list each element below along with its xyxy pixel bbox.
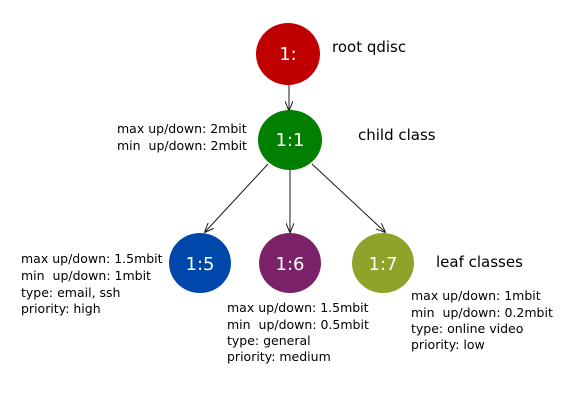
child-info-max: max up/down: 2mbit [117, 121, 247, 136]
leaf-node-1-6: 1:6 [259, 233, 321, 293]
leaf-1-7-info-min: min up/down: 0.2mbit [411, 305, 553, 320]
edge-child-to-leaf-1-5 [205, 163, 269, 232]
root-node-id: 1: [279, 44, 297, 65]
leaf-classes-label: leaf classes [436, 253, 523, 271]
root-node-circle [256, 23, 320, 85]
leaf-1-6-info-min: min up/down: 0.5mbit [227, 317, 369, 332]
leaf-1-5-info-priority: priority: high [21, 301, 101, 316]
child-class-label: child class [358, 126, 436, 144]
leaf-1-5-info-type: type: email, ssh [21, 285, 120, 300]
leaf-1-7-id: 1:7 [369, 254, 398, 275]
child-info-min: min up/down: 2mbit [117, 138, 247, 153]
leaf-1-7-info-max: max up/down: 1mbit [411, 288, 541, 303]
leaf-1-7-info-priority: priority: low [411, 337, 485, 352]
leaf-1-6-info-max: max up/down: 1.5mbit [227, 300, 369, 315]
leaf-1-5-info-max: max up/down: 1.5mbit [21, 251, 163, 266]
child-node-id: 1:1 [276, 130, 305, 151]
leaf-1-7-circle [352, 233, 414, 293]
leaf-1-6-circle [259, 233, 321, 293]
child-class-node: 1:1 [258, 110, 322, 170]
leaf-1-5-info-min: min up/down: 1mbit [21, 268, 151, 283]
leaf-1-6-info-priority: priority: medium [227, 349, 331, 364]
leaf-1-7-info-type: type: online video [411, 321, 523, 336]
leaf-node-1-7: 1:7 [352, 233, 414, 293]
child-node-circle [258, 110, 322, 170]
root-qdisc-label: root qdisc [332, 38, 406, 56]
leaf-1-6-info-type: type: general [227, 333, 311, 348]
leaf-1-5-circle [169, 233, 231, 293]
edge-child-to-leaf-1-7 [311, 163, 385, 232]
root-node: 1: [256, 23, 320, 85]
leaf-1-5-id: 1:5 [186, 254, 215, 275]
leaf-node-1-5: 1:5 [169, 233, 231, 293]
leaf-1-6-id: 1:6 [276, 254, 305, 275]
